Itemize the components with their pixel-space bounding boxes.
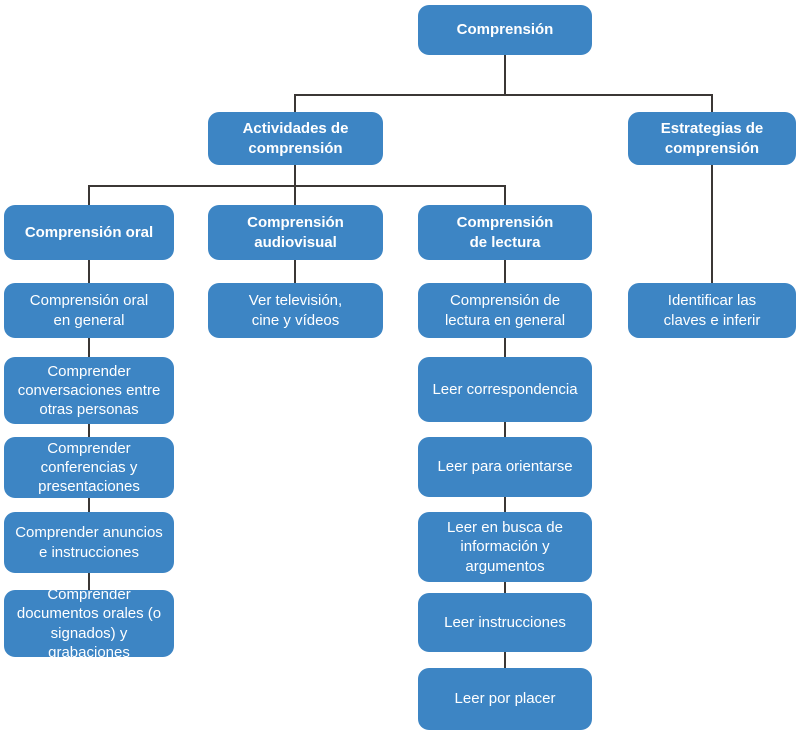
node-leer-para-orientarse: Leer para orientarse [418, 437, 592, 497]
node-comprension-oral: Comprensión oral [4, 205, 174, 260]
connector-to-actividades [294, 94, 296, 112]
connector-to-lectura [504, 185, 506, 205]
connector-to-audiovisual [294, 185, 296, 205]
connector-to-estrategias [711, 94, 713, 112]
connector-estrategias-to-child [711, 165, 713, 283]
connector-level1-horizontal [294, 94, 713, 96]
connector-oral-1 [88, 338, 90, 357]
connector-to-oral [88, 185, 90, 205]
node-ver-television: Ver televisión, cine y vídeos [208, 283, 383, 338]
node-comprension-root: Comprensión [418, 5, 592, 55]
node-oral-en-general: Comprensión oral en general [4, 283, 174, 338]
node-lectura-en-general: Comprensión de lectura en general [418, 283, 592, 338]
node-identificar-claves: Identificar las claves e inferir [628, 283, 796, 338]
connector-lectura-2 [504, 422, 506, 437]
connector-root-down [504, 55, 506, 96]
node-comprension-audiovisual: Comprensión audiovisual [208, 205, 383, 260]
node-actividades-de-comprension: Actividades de comprensión [208, 112, 383, 165]
node-leer-instrucciones: Leer instrucciones [418, 593, 592, 652]
connector-oral-3 [88, 498, 90, 512]
node-comprender-anuncios: Comprender anuncios e instrucciones [4, 512, 174, 573]
connector-oral-2 [88, 424, 90, 437]
connector-lectura-4 [504, 582, 506, 593]
node-leer-por-placer: Leer por placer [418, 668, 592, 730]
node-leer-correspondencia: Leer correspondencia [418, 357, 592, 422]
connector-lectura-5 [504, 652, 506, 668]
node-comprender-conferencias: Comprender conferencias y presentaciones [4, 437, 174, 498]
connector-lectura-0 [504, 260, 506, 283]
connector-audiovisual-0 [294, 260, 296, 283]
connector-level2-horizontal [88, 185, 506, 187]
connector-oral-4 [88, 573, 90, 590]
connector-actividades-down [294, 165, 296, 187]
connector-lectura-3 [504, 497, 506, 512]
node-comprender-documentos: Comprender documentos orales (o signados… [4, 586, 174, 661]
node-comprension-de-lectura: Comprensión de lectura [418, 205, 592, 260]
connector-oral-0 [88, 260, 90, 283]
node-estrategias-de-comprension: Estrategias de comprensión [628, 112, 796, 165]
node-leer-en-busca: Leer en busca de información y argumento… [418, 512, 592, 582]
connector-lectura-1 [504, 338, 506, 357]
node-comprender-conversaciones: Comprender conversaciones entre otras pe… [4, 357, 174, 424]
